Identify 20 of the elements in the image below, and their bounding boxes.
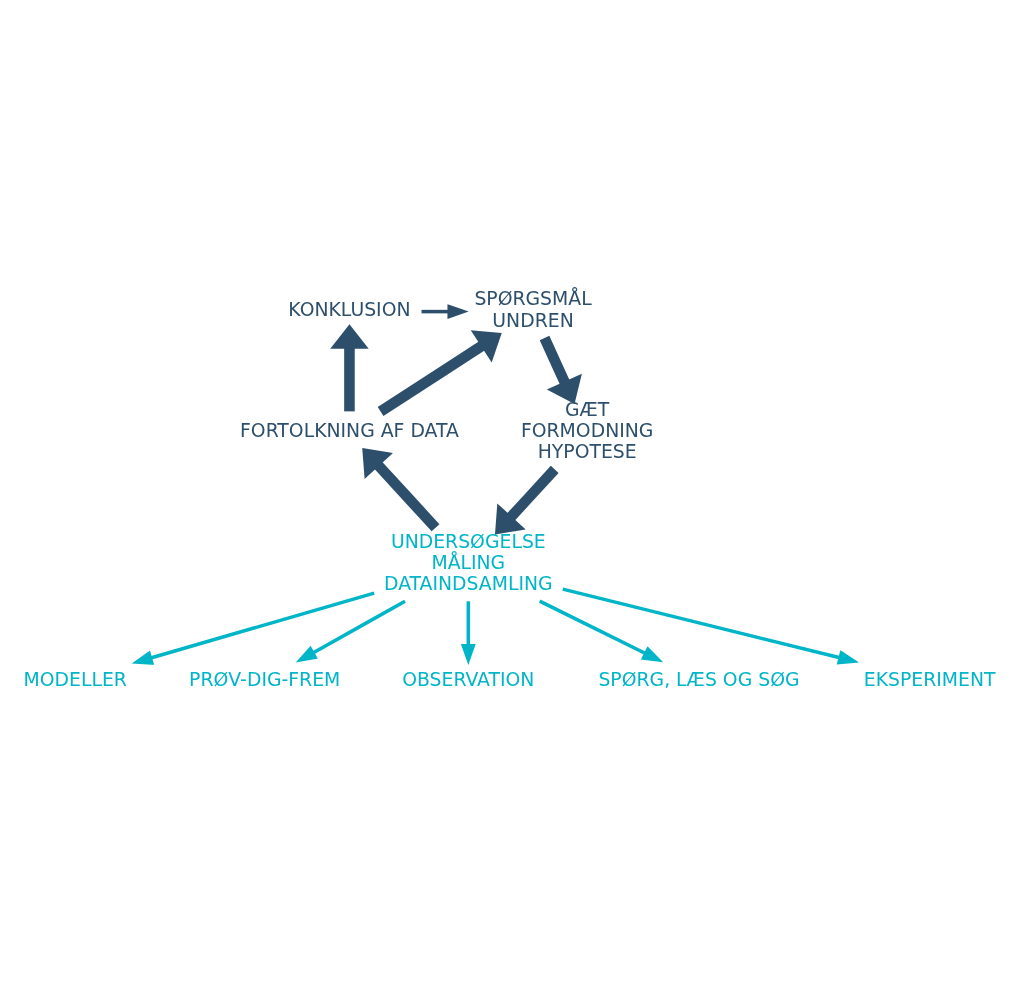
arrow bbox=[538, 599, 663, 662]
arrow bbox=[539, 335, 582, 404]
arrow bbox=[421, 303, 469, 319]
arrow bbox=[361, 447, 439, 531]
node-text: KONKLUSION bbox=[287, 298, 411, 320]
arrow bbox=[131, 590, 375, 665]
arrow bbox=[561, 586, 859, 665]
node-text: FORTOLKNING AF DATA bbox=[239, 419, 459, 441]
arrow bbox=[460, 600, 476, 665]
node-text: SPØRG, LÆS OG SØG bbox=[597, 668, 800, 690]
arrow bbox=[494, 465, 559, 534]
node-text: MODELLER bbox=[23, 668, 127, 690]
node-text: UNDERSØGELSE MÅLING DATAINDSAMLING bbox=[383, 530, 553, 594]
node-text: SPØRGSMÅL UNDREN bbox=[473, 287, 592, 331]
arrow bbox=[329, 323, 369, 411]
arrow bbox=[295, 599, 406, 663]
node-text: OBSERVATION bbox=[401, 668, 534, 690]
node-text: EKSPERIMENT bbox=[863, 668, 995, 690]
node-text: GÆT FORMODNING HYPOTESE bbox=[520, 398, 653, 462]
node-text: PRØV-DIG-FREM bbox=[188, 668, 340, 690]
